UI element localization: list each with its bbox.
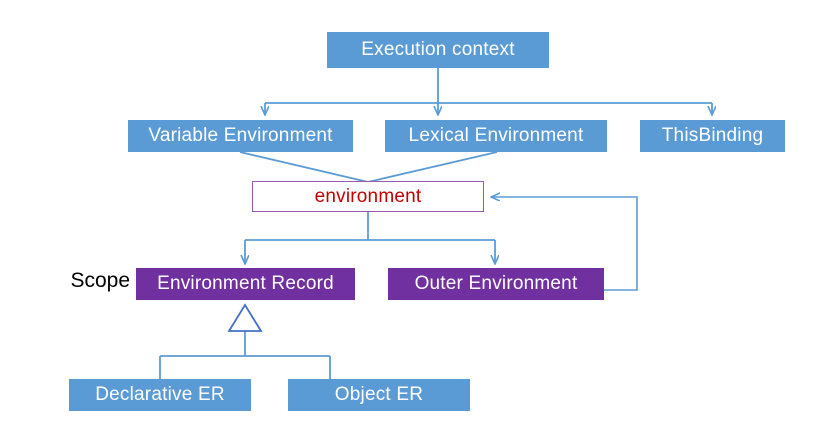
edge-outer-environment-feedback bbox=[492, 197, 638, 291]
node-variable-environment-label: Variable Environment bbox=[148, 125, 333, 146]
generalization-triangle-icon bbox=[227, 303, 263, 332]
node-this-binding[interactable]: ThisBinding bbox=[640, 120, 785, 152]
edge-execution-to-children bbox=[265, 68, 712, 114]
node-this-binding-label: ThisBinding bbox=[661, 125, 764, 146]
edge-variable-env-to-environment bbox=[239, 151, 369, 183]
node-declarative-er-label: Declarative ER bbox=[95, 384, 225, 405]
node-declarative-er[interactable]: Declarative ER bbox=[69, 379, 251, 411]
node-lexical-environment-label: Lexical Environment bbox=[408, 125, 584, 146]
node-environment[interactable]: environment bbox=[252, 181, 484, 212]
node-execution-context[interactable]: Execution context bbox=[327, 32, 549, 68]
edge-lexical-env-to-environment bbox=[367, 151, 498, 183]
edge-generalization-er bbox=[159, 330, 331, 379]
node-outer-environment-label: Outer Environment bbox=[414, 273, 578, 294]
node-object-er[interactable]: Object ER bbox=[288, 379, 470, 411]
node-variable-environment[interactable]: Variable Environment bbox=[128, 120, 353, 152]
scope-label-text: Scope bbox=[70, 269, 130, 292]
node-outer-environment[interactable]: Outer Environment bbox=[388, 268, 604, 300]
node-environment-label: environment bbox=[314, 185, 422, 207]
edge-environment-to-records bbox=[245, 212, 495, 263]
node-environment-record[interactable]: Environment Record bbox=[136, 268, 355, 300]
node-execution-context-label: Execution context bbox=[361, 39, 515, 60]
node-lexical-environment[interactable]: Lexical Environment bbox=[385, 120, 607, 152]
node-object-er-label: Object ER bbox=[334, 384, 424, 405]
scope-label: Scope bbox=[40, 266, 130, 296]
node-environment-record-label: Environment Record bbox=[157, 273, 334, 294]
